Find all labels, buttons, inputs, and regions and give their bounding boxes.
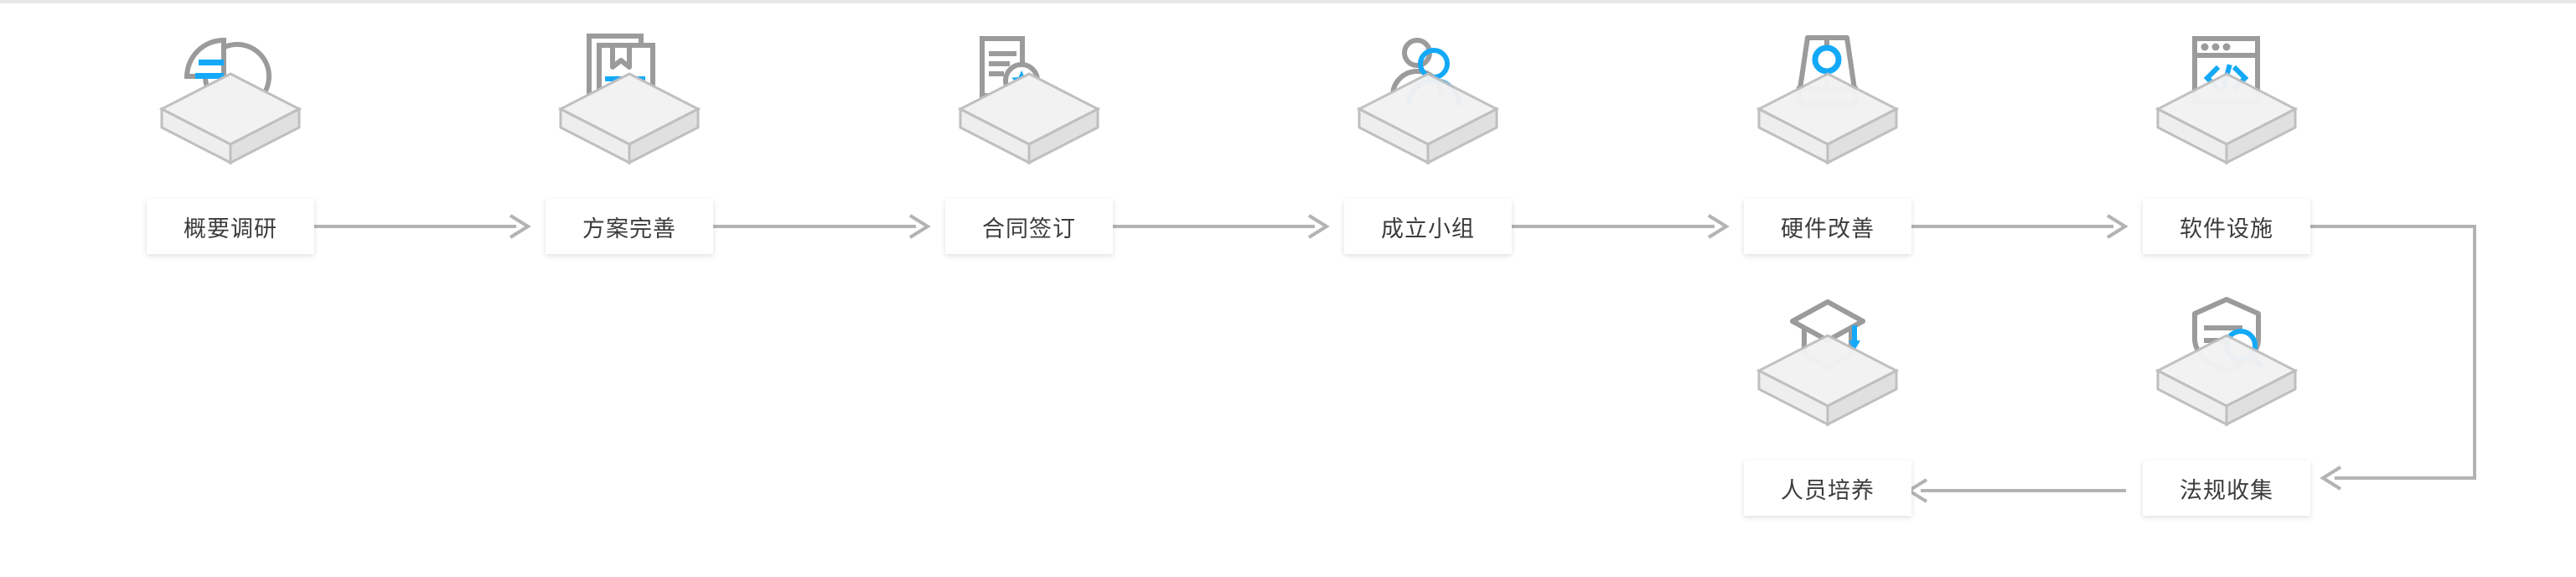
certificate-star-icon: [928, 15, 1130, 166]
node-label-text: 软件设施: [2180, 216, 2273, 242]
node-label-box[interactable]: 人员培养: [1744, 460, 1911, 516]
connector-5: [1904, 214, 2130, 239]
connector-3: [1105, 214, 1332, 239]
node-label-box[interactable]: 硬件改善: [1744, 199, 1911, 254]
pie-chart-icon: [130, 15, 331, 166]
connector-2: [706, 214, 933, 239]
bookmarked-document-icon: [529, 15, 730, 166]
connector-6-elbow: [2303, 214, 2504, 491]
node-label-text: 概要调研: [184, 216, 277, 242]
node-label-text: 成立小组: [1381, 216, 1475, 242]
node-label-text: 硬件改善: [1781, 216, 1875, 242]
connector-7: [1904, 478, 2130, 503]
code-window-icon: [2126, 15, 2327, 166]
group-users-icon: [1327, 15, 1529, 166]
node-label-text: 人员培养: [1781, 477, 1875, 503]
hardware-device-icon: [1727, 15, 1928, 166]
node-label-box[interactable]: 软件设施: [2143, 199, 2310, 254]
node-label-box[interactable]: 合同签订: [945, 199, 1113, 254]
node-label-text: 法规收集: [2180, 477, 2273, 503]
node-label-box[interactable]: 概要调研: [147, 199, 314, 254]
connector-1: [307, 214, 533, 239]
node-label-box[interactable]: 方案完善: [546, 199, 713, 254]
connector-4: [1505, 214, 1731, 239]
node-label-box[interactable]: 法规收集: [2143, 460, 2310, 516]
shield-search-icon: [2126, 277, 2327, 428]
node-label-text: 方案完善: [582, 216, 676, 242]
graduation-cap-icon: [1727, 277, 1928, 428]
node-label-box[interactable]: 成立小组: [1344, 199, 1512, 254]
top-border-strip: [0, 0, 2576, 3]
node-label-text: 合同签订: [982, 216, 1076, 242]
